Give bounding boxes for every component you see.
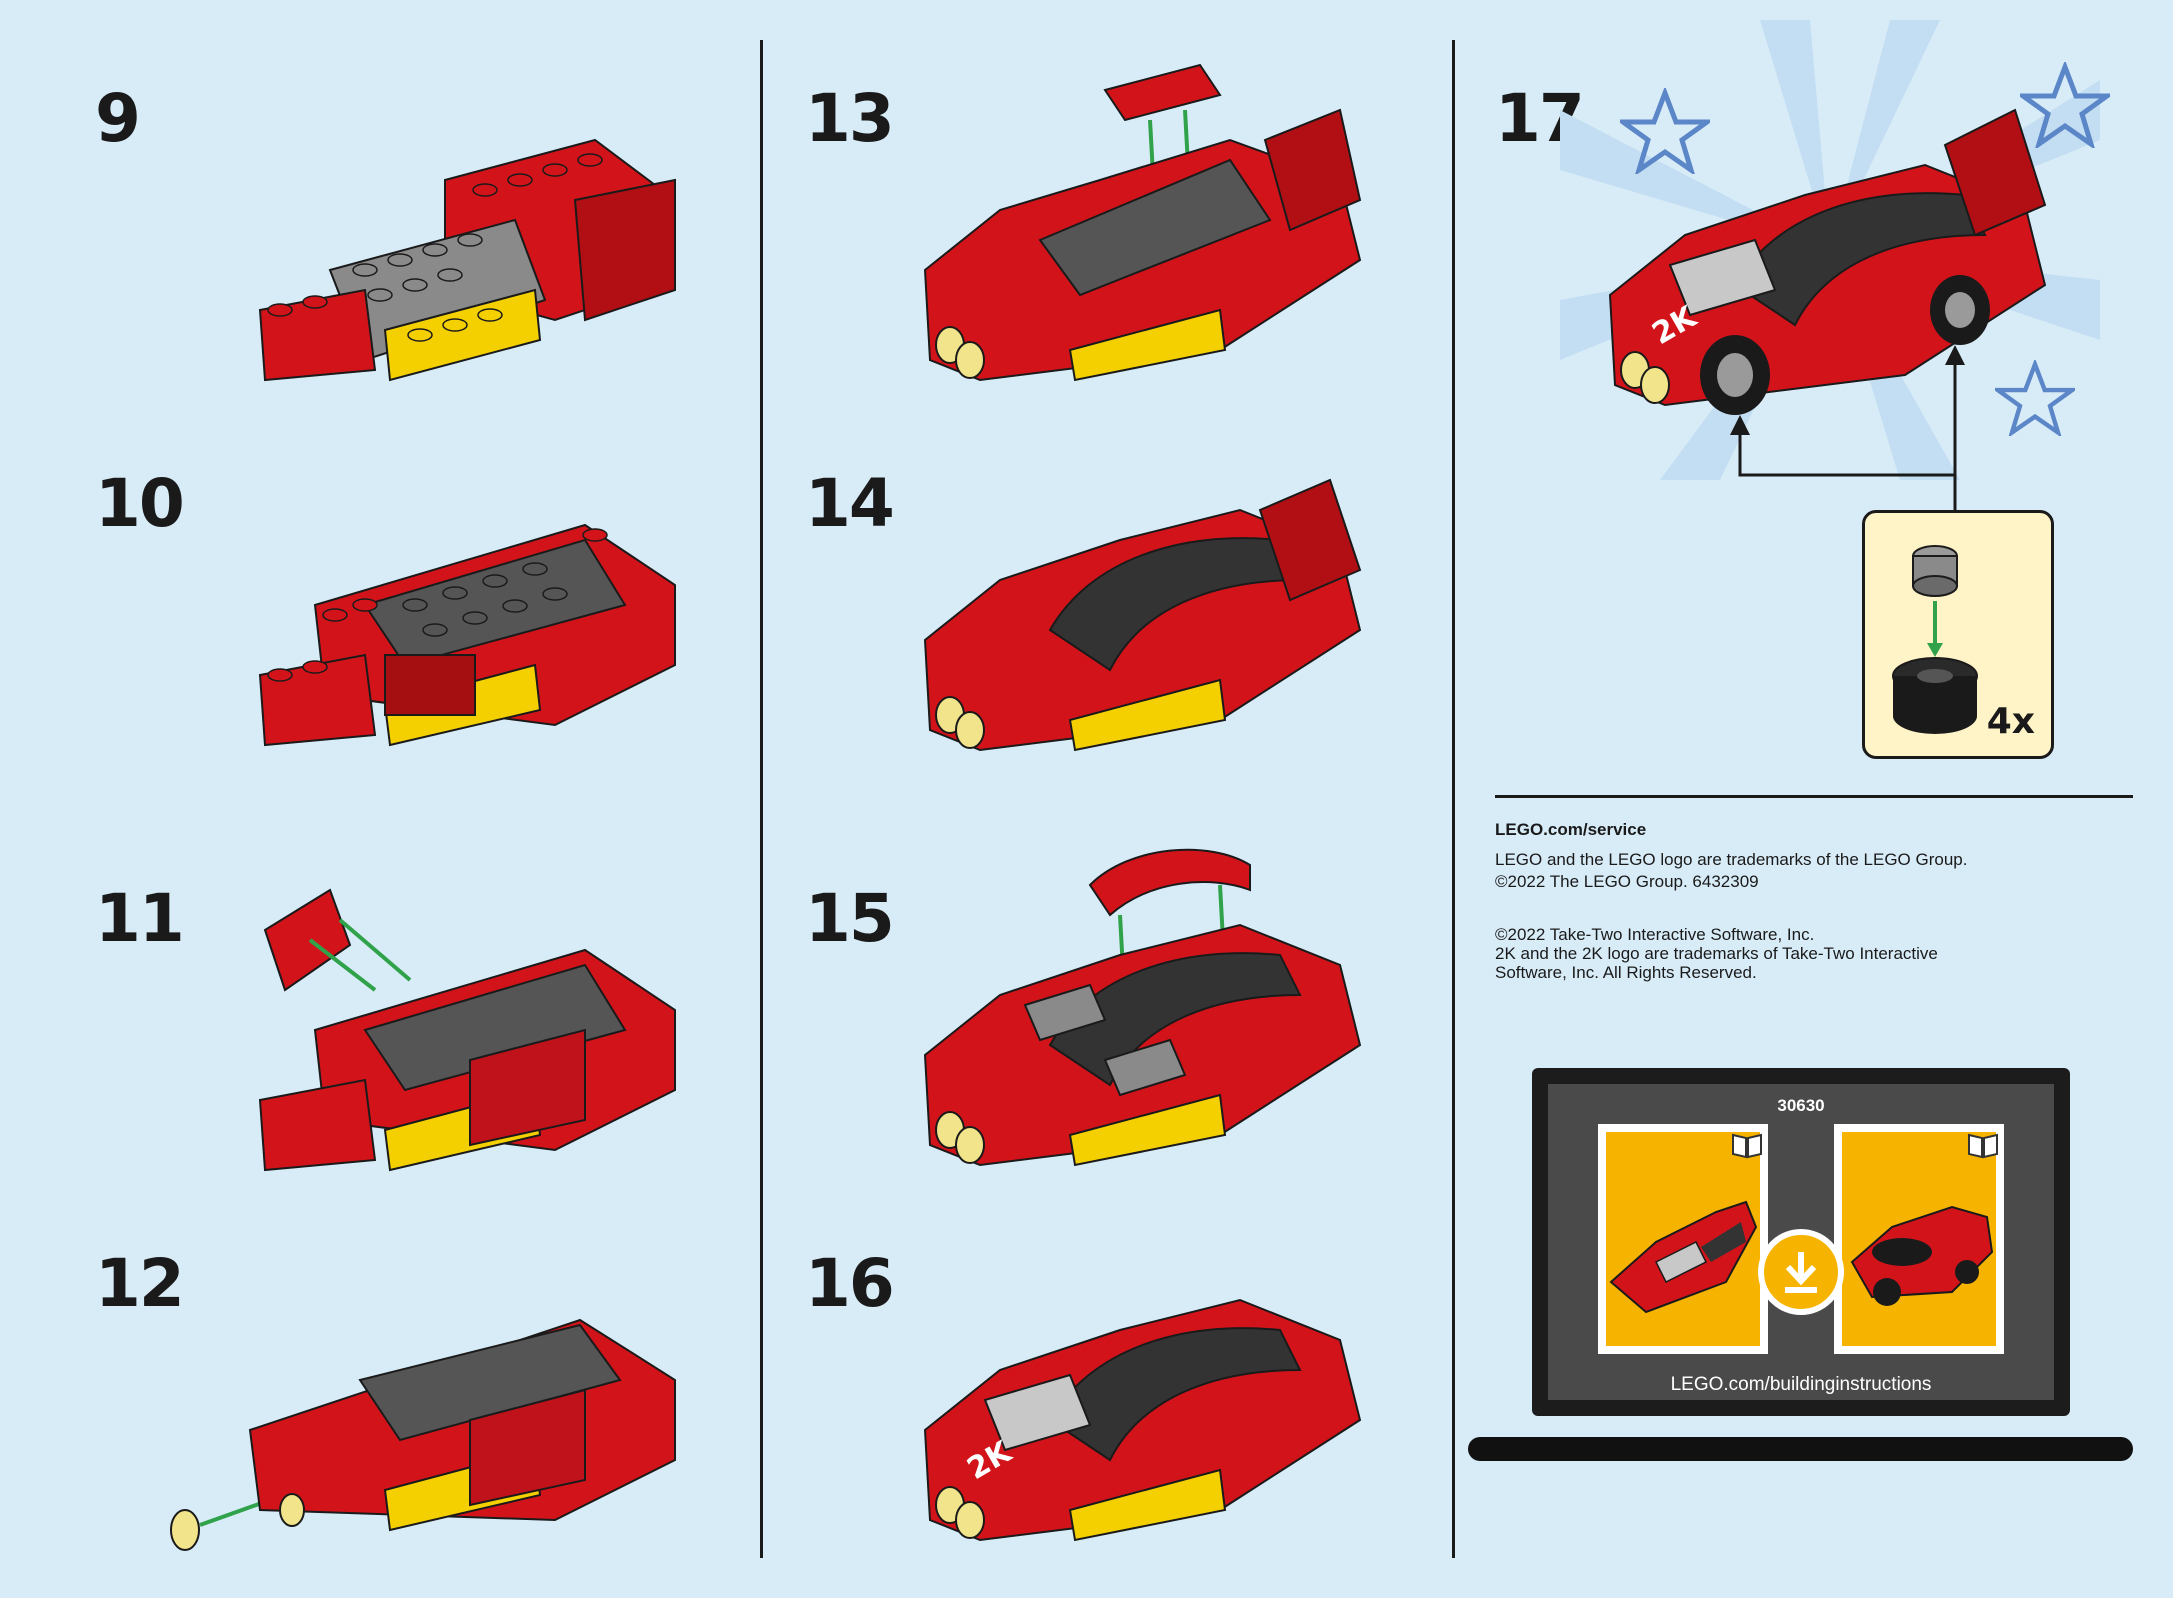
step-13-model xyxy=(923,63,1362,382)
download-button[interactable] xyxy=(1758,1229,1844,1315)
taketwo-rights-text: Software, Inc. All Rights Reserved. xyxy=(1495,963,1757,982)
lego-trademark-text: LEGO and the LEGO logo are trademarks of… xyxy=(1495,850,1968,869)
car-image-1 xyxy=(1609,1200,1758,1314)
laptop-base xyxy=(1468,1437,2133,1461)
part-count: 4x xyxy=(1986,701,2035,742)
model-card-1-image xyxy=(1606,1132,1760,1346)
step-17-model: 2K xyxy=(1608,108,2047,415)
step-10-model xyxy=(258,523,676,747)
service-link[interactable]: LEGO.com/service xyxy=(1495,820,1647,839)
step-15-model xyxy=(923,848,1362,1167)
callout-connector xyxy=(1730,345,1965,515)
parts-callout: 4x xyxy=(1862,510,2054,759)
laptop-display: 30630 xyxy=(1548,1084,2054,1400)
step-9-model xyxy=(258,138,676,382)
car-image-2 xyxy=(1850,1205,1994,1306)
lego-copyright-text: ©2022 The LEGO Group. 6432309 xyxy=(1495,872,1759,891)
step-number-14: 14 xyxy=(805,465,895,542)
legal-divider xyxy=(1495,795,2133,798)
step-12-model xyxy=(170,1318,676,1551)
instructions-book-icon xyxy=(1732,1133,1762,1159)
taketwo-trademark-text: 2K and the 2K logo are trademarks of Tak… xyxy=(1495,944,1938,963)
step-11-model xyxy=(258,888,676,1172)
column-divider-2 xyxy=(1452,40,1455,1558)
instructions-book-icon xyxy=(1968,1133,1998,1159)
model-card-2[interactable] xyxy=(1834,1124,2004,1354)
step-number-12: 12 xyxy=(95,1245,185,1322)
step-number-9: 9 xyxy=(95,80,141,157)
step-number-16: 16 xyxy=(805,1245,895,1322)
step-number-15: 15 xyxy=(805,880,895,957)
model-card-1[interactable] xyxy=(1598,1124,1768,1354)
column-divider-1 xyxy=(760,40,763,1558)
step-number-13: 13 xyxy=(805,80,895,157)
step-number-10: 10 xyxy=(95,465,185,542)
step-14-model xyxy=(923,478,1362,752)
star-icon xyxy=(1995,360,2075,436)
download-icon xyxy=(1785,1252,1817,1293)
building-instructions-link[interactable]: LEGO.com/buildinginstructions xyxy=(1670,1374,1932,1395)
star-icon xyxy=(2020,62,2110,148)
model-card-2-image xyxy=(1842,1132,1996,1346)
wheel-parts-icon xyxy=(1892,545,1978,734)
star-icon xyxy=(1620,88,1710,174)
taketwo-copyright-text: ©2022 Take-Two Interactive Software, Inc… xyxy=(1495,925,1815,944)
set-number: 30630 xyxy=(1777,1096,1825,1115)
laptop-screen: 30630 xyxy=(1532,1068,2070,1416)
step-16-model: 2K xyxy=(923,1298,1362,1542)
step-number-11: 11 xyxy=(95,880,185,957)
